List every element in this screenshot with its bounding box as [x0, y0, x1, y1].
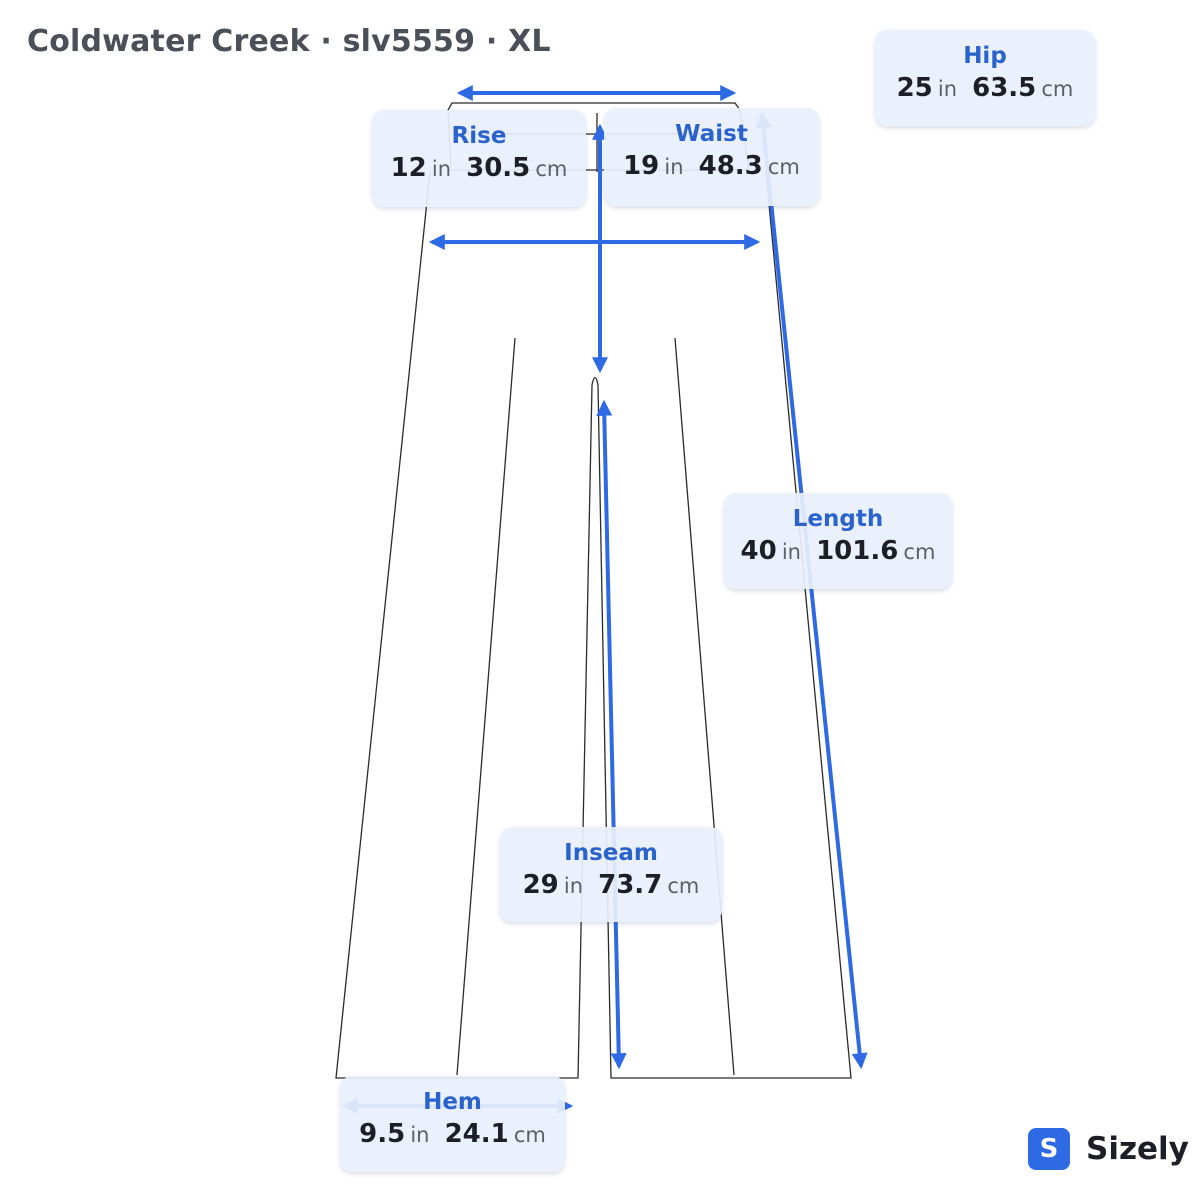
- brand-logo: S Sizely: [1028, 1128, 1189, 1170]
- inseam-card: Inseam 29 in 73.7 cm: [500, 827, 722, 922]
- length-value: 40 in 101.6 cm: [724, 533, 952, 572]
- centimeter-unit: cm: [667, 874, 700, 898]
- length-inches: 40: [740, 536, 777, 566]
- inch-unit: in: [410, 1123, 430, 1147]
- inch-unit: in: [937, 77, 958, 101]
- centimeter-unit: cm: [767, 155, 800, 179]
- sizely-logo-icon: S: [1028, 1128, 1070, 1170]
- inch-unit: in: [563, 874, 584, 898]
- hip-value: 25 in 63.5 cm: [875, 70, 1095, 109]
- inseam-centimeters: 73.7: [598, 870, 663, 900]
- rise-value: 12 in 30.5 cm: [372, 150, 586, 189]
- rise-card: Rise 12 in 30.5 cm: [372, 110, 586, 207]
- left-crease-line: [456, 337, 516, 1076]
- hem-inches: 9.5: [359, 1119, 406, 1149]
- hem-card: Hem 9.5 in 24.1 cm: [340, 1076, 565, 1172]
- crotch-curve: [591, 376, 599, 386]
- rise-label: Rise: [451, 123, 507, 149]
- length-card: Length 40 in 101.6 cm: [724, 493, 952, 589]
- left-leg-outline: [335, 171, 593, 1079]
- hem-label: Hem: [423, 1089, 482, 1115]
- right-crease-line: [674, 337, 735, 1076]
- hem-centimeters: 24.1: [444, 1119, 509, 1149]
- hip-centimeters: 63.5: [972, 73, 1037, 103]
- page-title: Coldwater Creek · slv5559 · XL: [27, 24, 551, 59]
- inch-unit: in: [664, 155, 684, 179]
- brand-name: Sizely: [1086, 1131, 1189, 1167]
- length-label: Length: [792, 506, 884, 532]
- rise-centimeters: 30.5: [466, 153, 531, 183]
- inseam-inches: 29: [522, 870, 559, 900]
- hip-inches: 25: [896, 73, 933, 103]
- waist-centimeters: 48.3: [698, 151, 763, 181]
- inch-unit: in: [431, 157, 452, 181]
- inseam-label: Inseam: [564, 840, 658, 866]
- centimeter-unit: cm: [535, 157, 568, 181]
- waist-card: Waist 19 in 48.3 cm: [604, 108, 819, 206]
- inseam-arrow: [596, 399, 627, 1070]
- centimeter-unit: cm: [1041, 77, 1074, 101]
- length-centimeters: 101.6: [816, 536, 899, 566]
- pants-outline: [335, 102, 852, 1079]
- right-leg-outline: [597, 171, 852, 1079]
- waist-label: Waist: [675, 121, 748, 147]
- rise-inches: 12: [390, 153, 427, 183]
- centimeter-unit: cm: [903, 540, 936, 564]
- hip-label: Hip: [963, 43, 1007, 69]
- waist-value: 19 in 48.3 cm: [604, 148, 819, 187]
- centimeter-unit: cm: [513, 1123, 546, 1147]
- inseam-value: 29 in 73.7 cm: [500, 867, 722, 906]
- hem-value: 9.5 in 24.1 cm: [340, 1116, 565, 1155]
- waist-inches: 19: [623, 151, 660, 181]
- inch-unit: in: [781, 540, 801, 564]
- length-arrow: [755, 111, 868, 1070]
- hip-card: Hip 25 in 63.5 cm: [875, 30, 1095, 126]
